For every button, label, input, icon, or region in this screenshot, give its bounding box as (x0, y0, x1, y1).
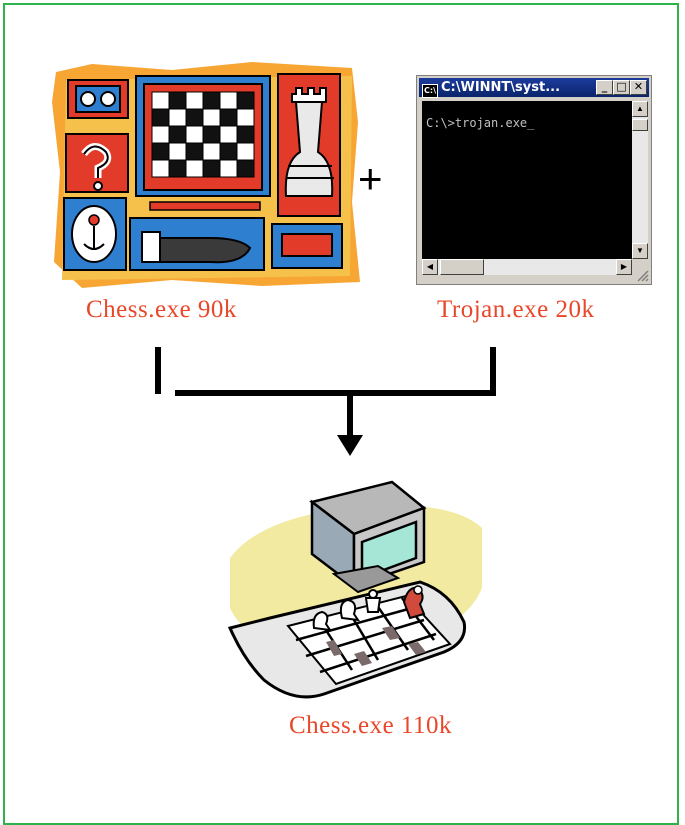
down-arrow-icon (337, 435, 363, 456)
board-square (151, 108, 170, 127)
right-connector (490, 347, 496, 394)
console-title: C:\WINNT\syst... (441, 80, 561, 95)
board-square (168, 125, 187, 144)
hscroll-thumb[interactable] (440, 259, 484, 275)
board-square (202, 91, 221, 110)
merge-bar (175, 390, 496, 396)
board-square (151, 159, 170, 178)
board-square (185, 91, 204, 110)
board-square (202, 142, 221, 161)
chess-game-clipart (52, 62, 360, 288)
board-square (202, 108, 221, 127)
board-square (168, 108, 187, 127)
console-title-bar: C:\C:\WINNT\syst... _ □ ✕ (419, 78, 649, 98)
board-square (185, 125, 204, 144)
board-square (236, 142, 255, 161)
scroll-up-icon[interactable]: ▲ (632, 101, 648, 117)
board-square (236, 91, 255, 110)
board-square (151, 142, 170, 161)
board-square (168, 159, 187, 178)
trojan-exe-label: Trojan.exe 20k (437, 296, 595, 323)
board-square (219, 142, 238, 161)
horizontal-scrollbar[interactable]: ◀ ▶ (422, 259, 632, 275)
board-square (202, 125, 221, 144)
infected-chess-exe-label: Chess.exe 110k (289, 712, 452, 739)
board-square (168, 91, 187, 110)
scroll-right-icon[interactable]: ▶ (616, 259, 632, 275)
board-square (219, 159, 238, 178)
console-window: C:\C:\WINNT\syst... _ □ ✕ C:\>trojan.exe… (416, 75, 652, 285)
board-square (185, 142, 204, 161)
board-square (219, 108, 238, 127)
console-prompt-line: C:\>trojan.exe_ (426, 116, 535, 130)
board-square (236, 108, 255, 127)
minimize-button[interactable]: _ (596, 80, 613, 95)
maximize-button[interactable]: □ (613, 80, 630, 95)
scroll-thumb[interactable] (632, 119, 648, 131)
board-square (219, 125, 238, 144)
chess-exe-label: Chess.exe 90k (86, 296, 237, 323)
board-square (236, 125, 255, 144)
plus-operator: + (358, 155, 383, 202)
computer-chess-clipart (227, 480, 482, 699)
board-square (168, 142, 187, 161)
board-square (236, 159, 255, 178)
board-square (202, 159, 221, 178)
scroll-down-icon[interactable]: ▼ (632, 243, 648, 259)
console-screen[interactable]: C:\>trojan.exe_ (422, 101, 632, 259)
board-square (151, 125, 170, 144)
close-button[interactable]: ✕ (630, 80, 647, 95)
left-connector (155, 347, 161, 394)
board-square (151, 91, 170, 110)
resize-grip-icon[interactable] (635, 268, 649, 282)
scroll-left-icon[interactable]: ◀ (422, 259, 438, 275)
down-connector (347, 395, 353, 440)
board-square (219, 91, 238, 110)
vertical-scrollbar[interactable]: ▲ ▼ (632, 101, 648, 259)
console-app-icon: C:\ (422, 84, 438, 98)
board-square (185, 159, 204, 178)
board-square (185, 108, 204, 127)
